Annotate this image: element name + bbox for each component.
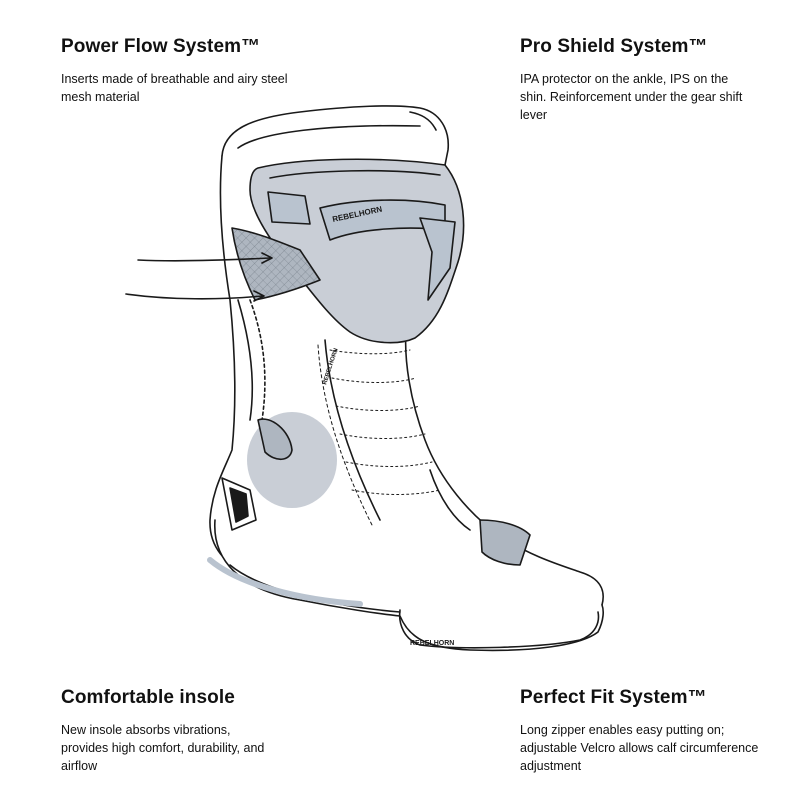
feature-description: Long zipper enables easy putting on; adj… bbox=[520, 723, 759, 773]
pointer-arrow bbox=[125, 293, 263, 300]
boot-sole bbox=[214, 519, 604, 652]
feature-title: Pro Shield System™ bbox=[520, 36, 708, 57]
boot-cuff-top bbox=[237, 124, 421, 149]
feature-description: IPA protector on the ankle, IPS on the s… bbox=[520, 72, 743, 122]
mesh-insert bbox=[231, 227, 321, 301]
feature-comfortable-insole: Comfortable insole New insole absorbs vi… bbox=[61, 687, 281, 775]
feature-power-flow: Power Flow System™ Inserts made of breat… bbox=[61, 36, 301, 106]
feature-title: Power Flow System™ bbox=[61, 36, 261, 57]
feature-description: New insole absorbs vibrations, provides … bbox=[61, 723, 265, 773]
brand-logo-toe: REBELHORN bbox=[410, 640, 454, 647]
feature-perfect-fit: Perfect Fit System™ Long zipper enables … bbox=[520, 687, 760, 775]
feature-pro-shield: Pro Shield System™ IPA protector on the … bbox=[520, 36, 750, 124]
pointer-arrow bbox=[137, 257, 271, 262]
feature-description: Inserts made of breathable and airy stee… bbox=[61, 72, 288, 104]
toe-slider bbox=[398, 609, 600, 649]
feature-title: Comfortable insole bbox=[61, 687, 235, 708]
boot-cuff-back bbox=[221, 105, 449, 166]
gear-shift-reinforcement bbox=[479, 519, 531, 566]
feature-title: Perfect Fit System™ bbox=[520, 687, 707, 708]
